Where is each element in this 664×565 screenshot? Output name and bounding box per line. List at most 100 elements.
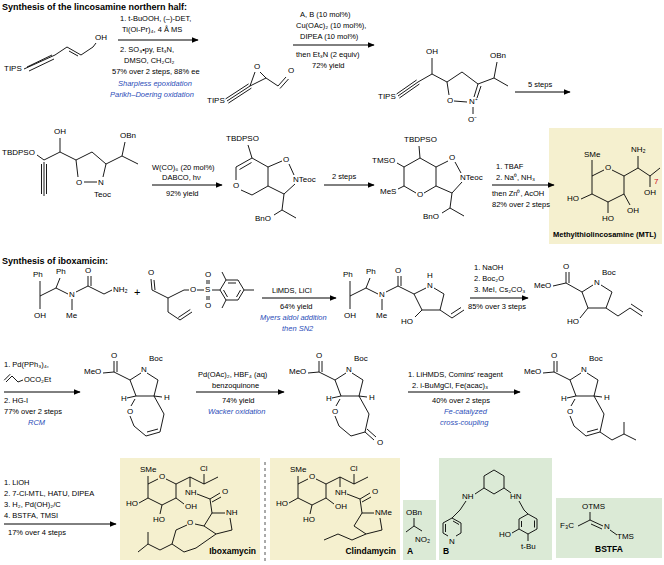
section-heading: Synthesis of the lincosamine northern ha… xyxy=(2,2,187,12)
label-holder: O xyxy=(288,66,294,75)
reagent-text: benzoquinone xyxy=(212,381,259,390)
atom-label: O xyxy=(372,487,378,496)
label-holder: Wacker oxidation xyxy=(208,407,265,416)
label-holder: N xyxy=(98,178,104,187)
reagent-text: 1. TBAF xyxy=(496,162,523,171)
label-holder: 2. Na⁰, NH₃ xyxy=(496,173,535,182)
label-holder: Cl xyxy=(350,464,358,473)
label-holder: HO xyxy=(303,515,315,524)
atom-label: O xyxy=(551,351,557,360)
label-holder: TBDPSO xyxy=(2,148,35,157)
reaction-arrow xyxy=(4,524,116,525)
reaction-name: Wacker oxidation xyxy=(208,407,265,416)
atom-label: O xyxy=(567,407,573,416)
label-holder: H xyxy=(604,393,610,402)
label-holder: 3. MeI, Cs₂CO₃ xyxy=(474,285,525,294)
label-holder: benzoquinone xyxy=(212,381,259,390)
label-holder: TBDPSO xyxy=(226,134,259,143)
atom-label: O xyxy=(127,407,133,416)
label-holder: OH xyxy=(426,47,438,56)
label-holder: N xyxy=(427,281,433,290)
atom-label: NMe xyxy=(375,508,392,517)
label-holder: + xyxy=(134,286,140,298)
label-holder: O xyxy=(309,472,315,481)
label-holder: 92% yield xyxy=(166,189,199,198)
reagent-text: 1. t-BuOOH, (–)-DET, xyxy=(120,14,191,23)
reaction-arrow xyxy=(293,45,374,46)
label-holder: BnO xyxy=(423,212,439,221)
label-holder: Myers aldol addition xyxy=(260,313,327,322)
atom-label: O xyxy=(190,285,196,294)
reagent-text: Pd(OAc)₂, HBF₄ (aq) xyxy=(198,370,267,379)
atom-label: Boc xyxy=(589,354,603,363)
label-holder: O xyxy=(417,190,423,199)
atom-label: MeO xyxy=(289,367,306,376)
reaction-name: then SN2 xyxy=(282,324,313,333)
atom-label: Ph xyxy=(343,270,353,279)
label-holder: SMe xyxy=(290,465,306,474)
label-holder: O xyxy=(85,266,91,275)
label-holder: H xyxy=(369,393,375,402)
label-holder: NH xyxy=(226,508,238,517)
atom-label: N xyxy=(379,290,385,299)
label-holder: O xyxy=(377,438,383,447)
atom-label: O xyxy=(222,487,228,496)
compound-name: Methylthiolincosamine (MTL) xyxy=(553,230,658,240)
label-holder: Boc xyxy=(354,354,368,363)
label-holder: 2. i-BuMgCl, Fe(acac)₃ xyxy=(412,381,488,390)
label-holder: Me xyxy=(376,311,387,320)
label-holder: H xyxy=(427,271,433,280)
atom-label: O xyxy=(111,351,117,360)
label-holder: 77% over 2 steps xyxy=(4,407,62,416)
label-holder: A, B (10 mol%) xyxy=(300,10,350,19)
atom-label: Teoc xyxy=(94,190,111,199)
reagent-text: Cu(OAc)₂ (10 mol%), xyxy=(296,21,366,30)
label-holder: MeO xyxy=(524,367,541,376)
atom-label: TBDPSO xyxy=(226,134,259,143)
reagent-text: 1. LiHMDS, Comins' reagent xyxy=(408,370,503,379)
reagent-text: 2. HG-I xyxy=(4,396,28,405)
label-holder: 2. HG-I xyxy=(4,396,28,405)
label-holder: OBn xyxy=(120,131,136,140)
atom-label: NTeoc xyxy=(460,173,483,182)
plus-sign: + xyxy=(134,286,140,298)
reagent-text: OCO₂Et xyxy=(24,375,51,384)
atom-label: O xyxy=(85,266,91,275)
atom-label: H xyxy=(326,394,332,403)
label-holder: 4. BSTFA, TMSI xyxy=(4,511,58,520)
oxepene-structure xyxy=(103,361,164,436)
glycinamide-structure xyxy=(40,276,112,310)
nitro-structure xyxy=(406,518,422,532)
label-holder: MeO xyxy=(289,367,306,376)
label-holder: MeO xyxy=(534,281,551,290)
atom-label: OH xyxy=(185,502,197,511)
label-holder: HO xyxy=(153,515,165,524)
atom-label: MeO xyxy=(84,367,101,376)
atom-label: Ph xyxy=(56,267,66,276)
label-holder: 74% yield xyxy=(222,396,255,405)
atom-label: HO xyxy=(567,317,579,326)
label-holder: 1. NaOH xyxy=(474,263,503,272)
reaction-name: Fe-catalyzed xyxy=(444,407,487,416)
atom-label: N xyxy=(141,365,147,374)
label-holder: OH xyxy=(54,127,66,136)
label-holder: 82% over 2 steps xyxy=(492,200,550,209)
label-holder: O xyxy=(205,270,211,279)
label-holder: O xyxy=(254,62,260,71)
reagent-text: DIPEA (10 mol%) xyxy=(300,32,358,41)
mtl-structure xyxy=(581,156,660,213)
label-holder: Sharpless epoxidation xyxy=(118,79,192,88)
atom-label: Ph xyxy=(366,267,376,276)
reagent-text: 2. Na⁰, NH₃ xyxy=(496,173,535,182)
label-holder: Ph xyxy=(366,267,376,276)
label-holder: TMSO xyxy=(372,156,395,165)
reagent-text: 40% over 2 steps xyxy=(432,396,490,405)
atom-label: HO xyxy=(401,317,413,326)
label-holder: H xyxy=(326,394,332,403)
atom-label: TIPS xyxy=(4,64,22,73)
compound-name: A xyxy=(407,546,432,556)
reagent-text: W(CO)₆ (20 mol%) xyxy=(152,163,215,172)
reagent-text: Ti(Oi-Pr)₄, 4 Å MS xyxy=(122,25,182,34)
label-holder: Ph xyxy=(56,267,66,276)
label-holder: Parikh–Doering oxidation xyxy=(110,90,194,99)
